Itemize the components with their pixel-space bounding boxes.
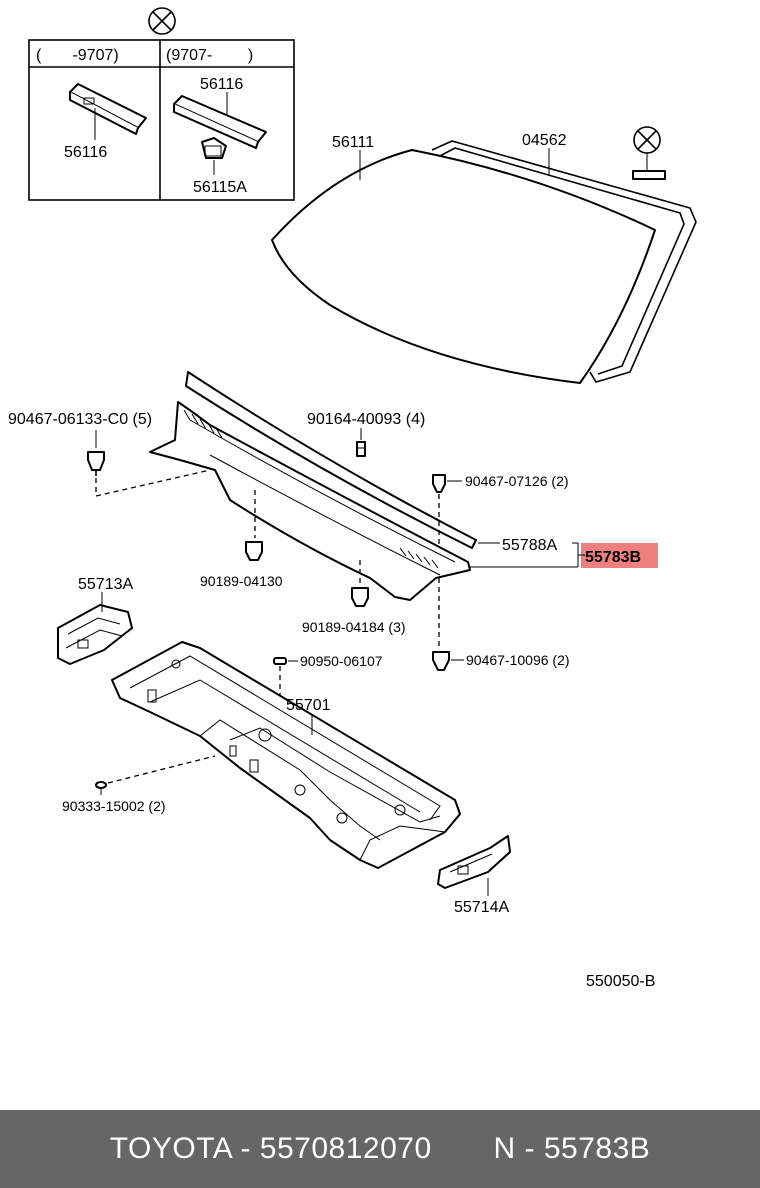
label-90164-40093: 90164-40093 (4): [307, 411, 425, 428]
highlight-55783B: [581, 543, 658, 568]
part-56115A-drawing: [201, 137, 227, 159]
variant-inset-box: [28, 39, 295, 201]
label-56111: 56111: [332, 134, 374, 151]
bracket-55713A-drawing: [57, 604, 133, 665]
label-55701: 55701: [286, 697, 331, 714]
footer-bar: TOYOTA - 5570812070 N - 55783B: [0, 1110, 760, 1188]
windshield-moulding-drawing: [431, 140, 697, 383]
label-55713A: 55713A: [78, 576, 133, 593]
label-55788A: 55788A: [502, 537, 557, 554]
label-90467-10096: 90467-10096 (2): [466, 652, 570, 668]
clip-90467-10096-drawing: [432, 651, 450, 671]
label-90189-04130: 90189-04130: [200, 573, 283, 589]
label-04562: 04562: [522, 132, 567, 149]
label-90467-06133: 90467-06133-C0 (5): [8, 411, 152, 428]
footer-part-number: TOYOTA - 5570812070 N - 55783B: [109, 1132, 651, 1165]
windshield-glass-drawing: [271, 149, 656, 384]
label-55783B[interactable]: 55783B: [585, 549, 641, 566]
cowl-panel-55701-drawing: [111, 641, 461, 869]
plug-90950-06107-drawing: [273, 657, 287, 665]
not-available-symbol-icon: [632, 126, 666, 180]
label-56116-left: 56116: [64, 144, 107, 161]
part-56116-left-drawing: [69, 83, 147, 135]
cowl-louver-drawing: [149, 371, 477, 601]
nut-90189-04184-drawing: [351, 587, 369, 607]
label-90189-04184: 90189-04184 (3): [302, 619, 406, 635]
label-90950-06107: 90950-06107: [300, 653, 383, 669]
screw-90164-40093-drawing: [356, 441, 366, 457]
label-90333-15002: 90333-15002 (2): [62, 798, 166, 814]
part-56116-right-drawing: [173, 95, 267, 149]
diagram-code: 550050-B: [586, 973, 655, 990]
not-available-symbol-icon: [148, 7, 176, 35]
bracket-55714A-drawing: [437, 835, 511, 889]
range-label-right: (9707- ): [166, 47, 253, 64]
clip-90467-06133-drawing: [87, 451, 105, 476]
plug-90333-15002-drawing: [95, 781, 107, 795]
label-56116-right: 56116: [200, 76, 243, 93]
parts-diagram: ( -9707) (9707- ) 56116 56116 56115A 561…: [8, 7, 697, 990]
clip-90467-07126-drawing: [432, 474, 446, 493]
nut-90189-04130-drawing: [245, 541, 263, 561]
label-90467-07126: 90467-07126 (2): [465, 473, 569, 489]
label-55714A: 55714A: [454, 899, 509, 916]
range-label-left: ( -9707): [36, 47, 119, 64]
label-56115A: 56115A: [193, 179, 247, 196]
